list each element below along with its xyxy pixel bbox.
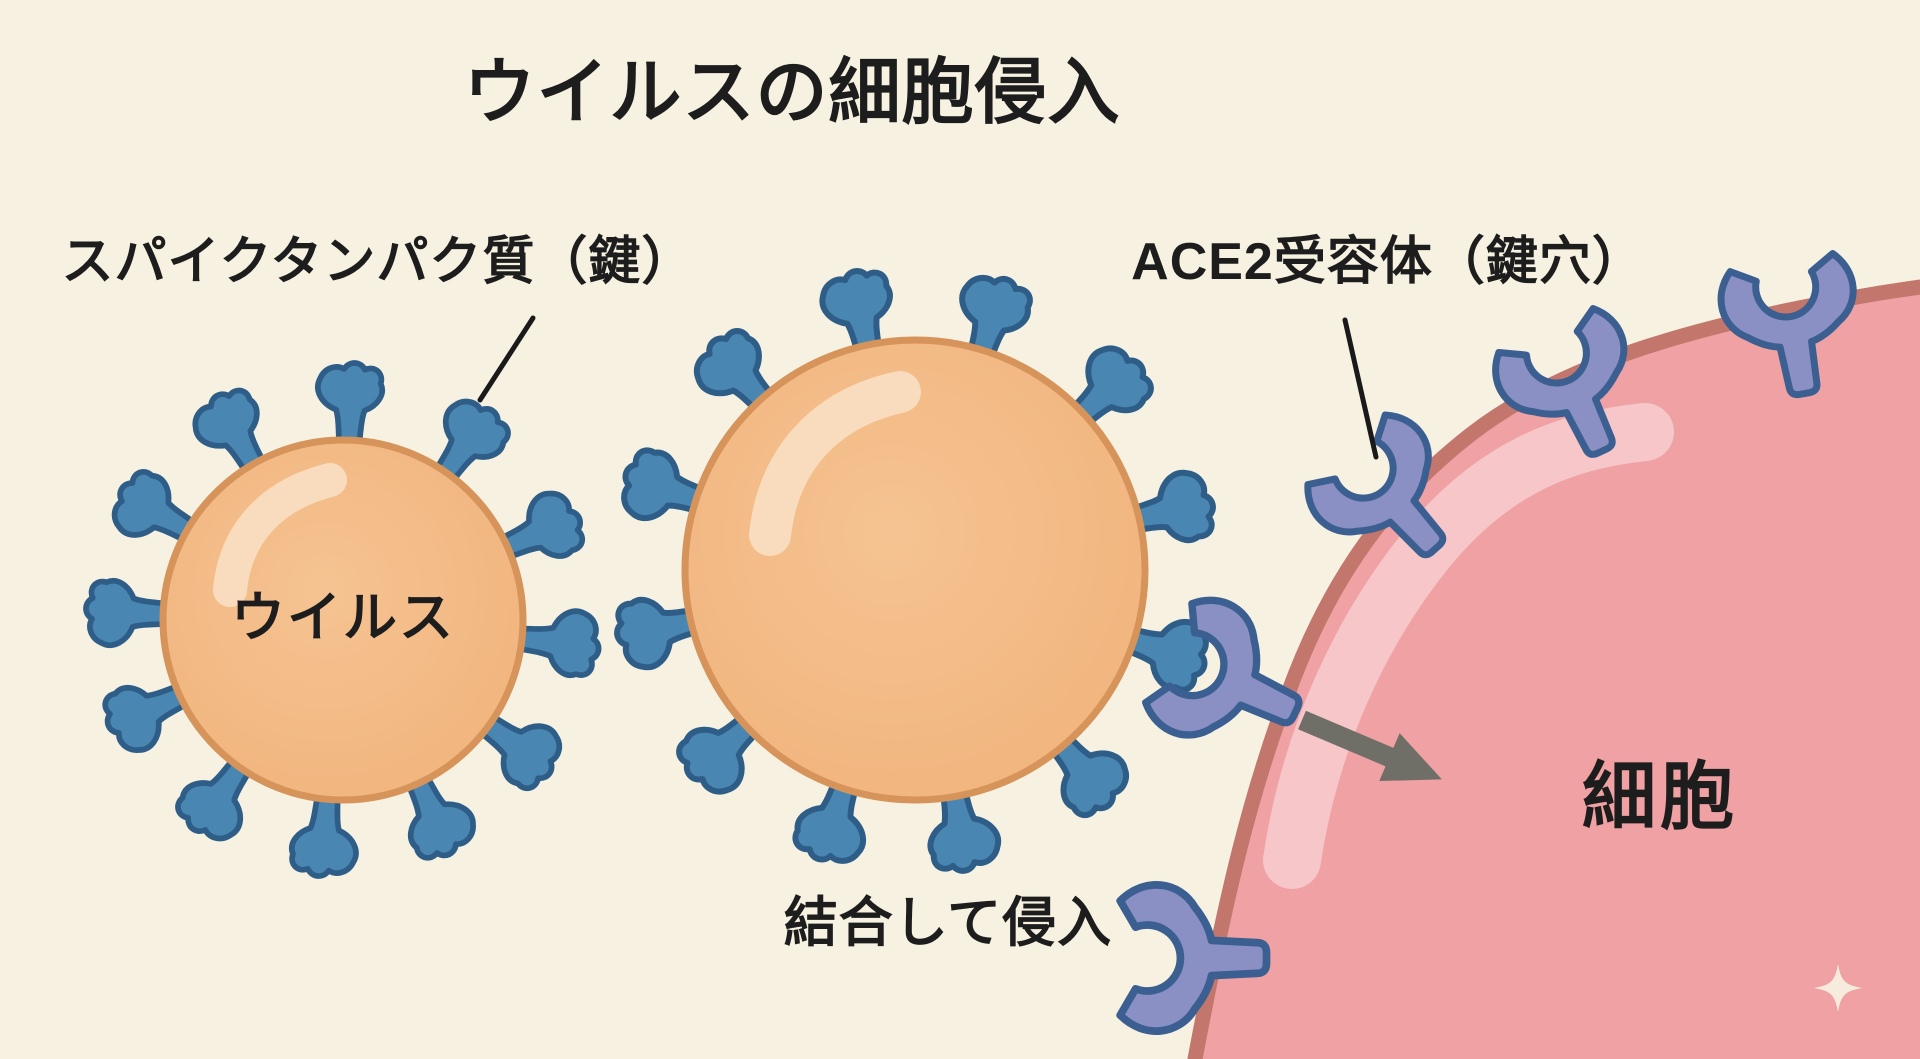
virus-binding (611, 265, 1220, 876)
virus-body (681, 336, 1149, 804)
entry-arrow (1298, 710, 1442, 782)
binding-label: 結合して侵入 (783, 893, 1113, 953)
cell-label: 細胞 (1582, 755, 1738, 838)
virus-left (85, 362, 603, 879)
ace2-receptor-label: ACE2受容体（鍵穴） (1131, 233, 1645, 291)
spike-protein-label: スパイクタンパク質（鍵） (61, 233, 695, 291)
sparkle-icon (1814, 964, 1862, 1012)
virus-label: ウイルス (231, 588, 455, 648)
virus-highlight (749, 371, 921, 556)
virus-highlight (213, 463, 347, 607)
ace2-pointer-line (1342, 317, 1379, 460)
spike-pointer-line (477, 315, 536, 403)
diagram-title: ウイルスの細胞侵入 (463, 53, 1121, 133)
cell-body (1195, 287, 1920, 1059)
